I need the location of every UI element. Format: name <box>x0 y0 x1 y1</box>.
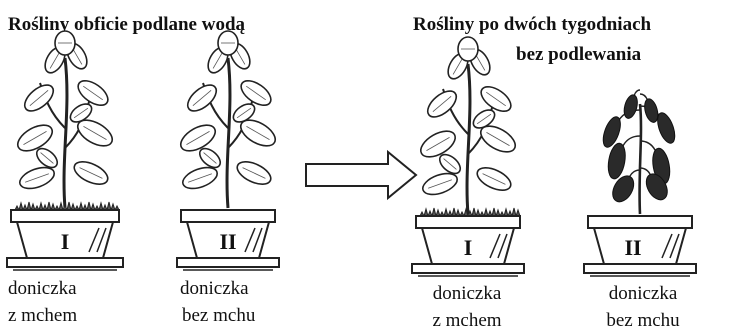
pot-2-tray <box>177 258 279 267</box>
pot-3-stem <box>467 64 470 214</box>
pot-4-caption-line2: bez mchu <box>598 308 688 332</box>
pot-4-tray <box>584 264 696 273</box>
pot-3-numeral: I <box>453 235 483 260</box>
pot-4-wilted-leaf <box>622 93 640 119</box>
pot-1-stem <box>64 58 67 208</box>
pot-4-caption-line1: doniczka <box>598 281 688 306</box>
pot-3-rim <box>416 216 520 228</box>
pot-2-stem <box>227 58 230 208</box>
right-arrow-icon <box>306 152 416 198</box>
pot-1-moss <box>15 202 119 210</box>
pot-2-caption-line2: bez mchu <box>182 303 272 328</box>
pot-1-caption-line2: z mchem <box>8 303 98 328</box>
pot-3-tray <box>412 264 524 273</box>
pot-1-caption-line1: doniczka <box>8 276 98 301</box>
pot-1-tray <box>7 258 123 267</box>
pot-2-numeral: II <box>208 229 248 254</box>
pot-4-wilted-leaf <box>606 142 628 180</box>
pot-3-moss <box>420 208 520 216</box>
pot-2-rim <box>181 210 275 222</box>
pot-1-numeral: I <box>50 229 80 254</box>
pot-3-caption-line1: doniczka <box>422 281 512 306</box>
pot-4-numeral: II <box>613 235 653 260</box>
pot-3-caption-line2: z mchem <box>422 308 512 332</box>
pot-2-caption-line1: doniczka <box>180 276 270 301</box>
pot-4-rim <box>588 216 692 228</box>
pot-4-stem <box>640 104 641 214</box>
pot-1-rim <box>11 210 119 222</box>
